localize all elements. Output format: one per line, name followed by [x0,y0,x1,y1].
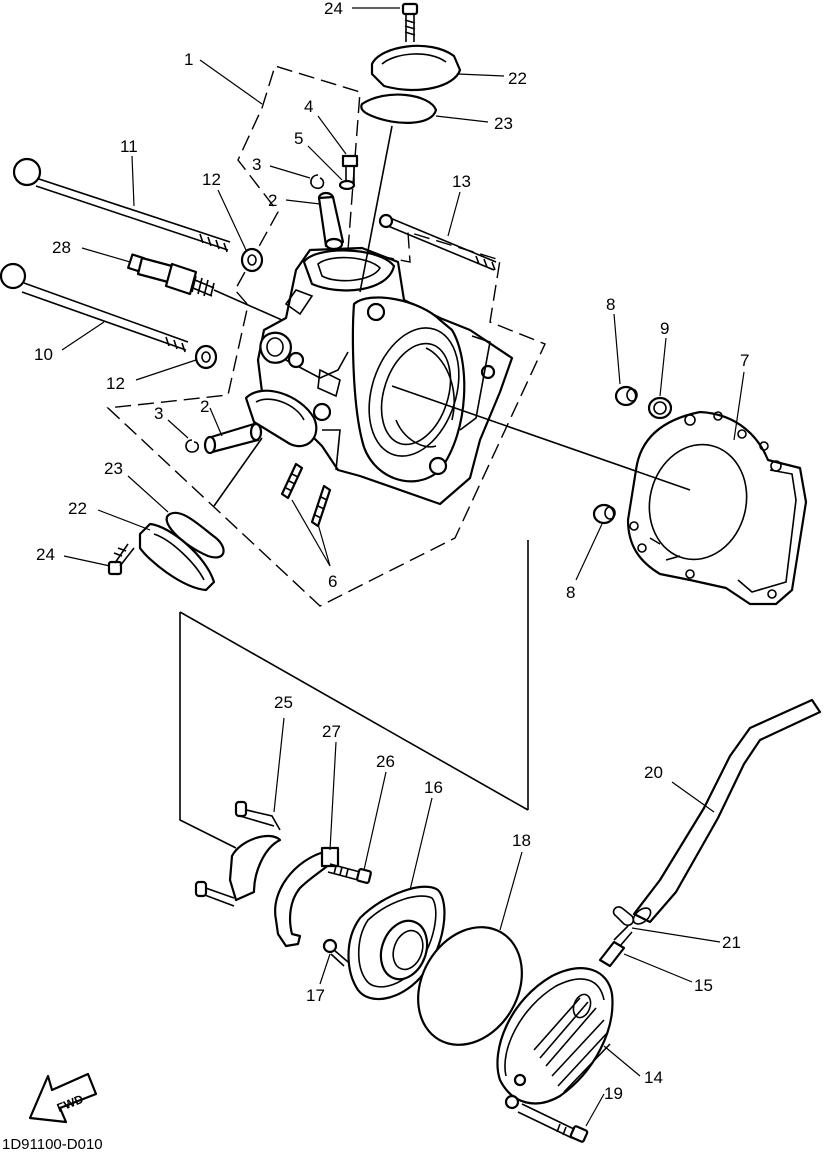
callout-27: 27 [322,722,341,741]
callout-22: 22 [68,499,87,518]
leader-lines [61,7,745,1127]
nipple-15 [598,925,633,968]
oring-18 [417,926,523,1046]
callout-22: 22 [508,69,527,88]
callout-21: 21 [722,933,741,952]
callout-5: 5 [294,129,303,148]
callout-17: 17 [306,986,325,1005]
breather-hose-20 [632,698,822,925]
axis-line-left [213,437,263,507]
callout-2: 2 [268,191,277,210]
callout-24: 24 [324,0,343,18]
callout-20: 20 [644,763,663,782]
gasket-23-top [360,93,438,124]
axis-line [391,385,691,491]
callout-23: 23 [494,114,513,133]
callout-3: 3 [252,155,261,174]
callout-26: 26 [376,752,395,771]
callout-23: 23 [104,459,123,478]
clip-21 [612,906,635,927]
washer-12-bottom [194,344,218,370]
callout-19: 19 [604,1084,623,1103]
callout-8: 8 [606,295,615,314]
callout-11: 11 [120,137,138,156]
valve-cover-14 [496,967,614,1110]
drawing-code: 1D91100-D010 [2,1136,103,1152]
cylinder-head [244,246,514,506]
callout-1: 1 [184,50,193,69]
callout-6: 6 [328,572,337,591]
callout-9: 9 [660,319,669,338]
callout-28: 28 [52,238,71,257]
bracket-25 [194,800,282,907]
stud-bolt-11 [12,157,231,253]
spark-plug [127,253,301,329]
bolt-17 [322,938,349,967]
axis-line-top [359,125,393,293]
callout-10: 10 [34,345,53,364]
clip-3-top [310,174,325,190]
oring-9 [647,396,673,420]
cylinder-head-gasket-7 [626,410,808,606]
cover-16 [347,885,446,1000]
forward-arrow-icon: FWD [28,1072,98,1124]
collar-8-top [614,385,638,407]
head-assembly-outline [106,65,546,607]
callout-18: 18 [512,831,531,850]
washer-5 [338,179,356,191]
bolt-24-bottom [107,543,135,576]
callout-2: 2 [200,397,209,416]
callout-3: 3 [154,404,163,423]
callout-7: 7 [740,351,749,370]
valve-guide-2-top [317,191,345,251]
callout-4: 4 [304,97,313,116]
callout-25: 25 [274,693,293,712]
plate-27 [274,846,340,948]
tappet-cover-22-top [370,44,462,92]
gasket-23-bottom [165,511,225,559]
collar-8-bottom [592,503,616,525]
callout-12: 12 [106,374,125,393]
callout-16: 16 [424,778,443,797]
lower-assembly-frame [179,612,237,849]
bolt-26 [327,863,372,884]
stud-bolt-10 [0,262,189,353]
callout-labels: 24 22 23 1 4 5 3 2 11 12 13 28 10 12 3 2… [34,0,749,1103]
valve-guide-2-bottom [203,422,263,455]
stud-bolt-13 [378,213,497,271]
callout-8: 8 [566,583,575,602]
bolt-4 [341,154,359,184]
callout-12: 12 [202,170,221,189]
clip-3-bottom [185,439,200,453]
lower-assembly-frame-top [179,611,529,811]
bolt-19 [517,1103,589,1143]
callout-14: 14 [644,1068,663,1087]
callout-15: 15 [694,976,713,995]
callout-13: 13 [452,172,471,191]
bolt-24-top [401,2,419,42]
callout-24: 24 [36,545,55,564]
washer-12-top [240,247,264,273]
dowel-pins-6 [280,462,332,528]
tappet-cover-22-bottom [138,522,216,592]
